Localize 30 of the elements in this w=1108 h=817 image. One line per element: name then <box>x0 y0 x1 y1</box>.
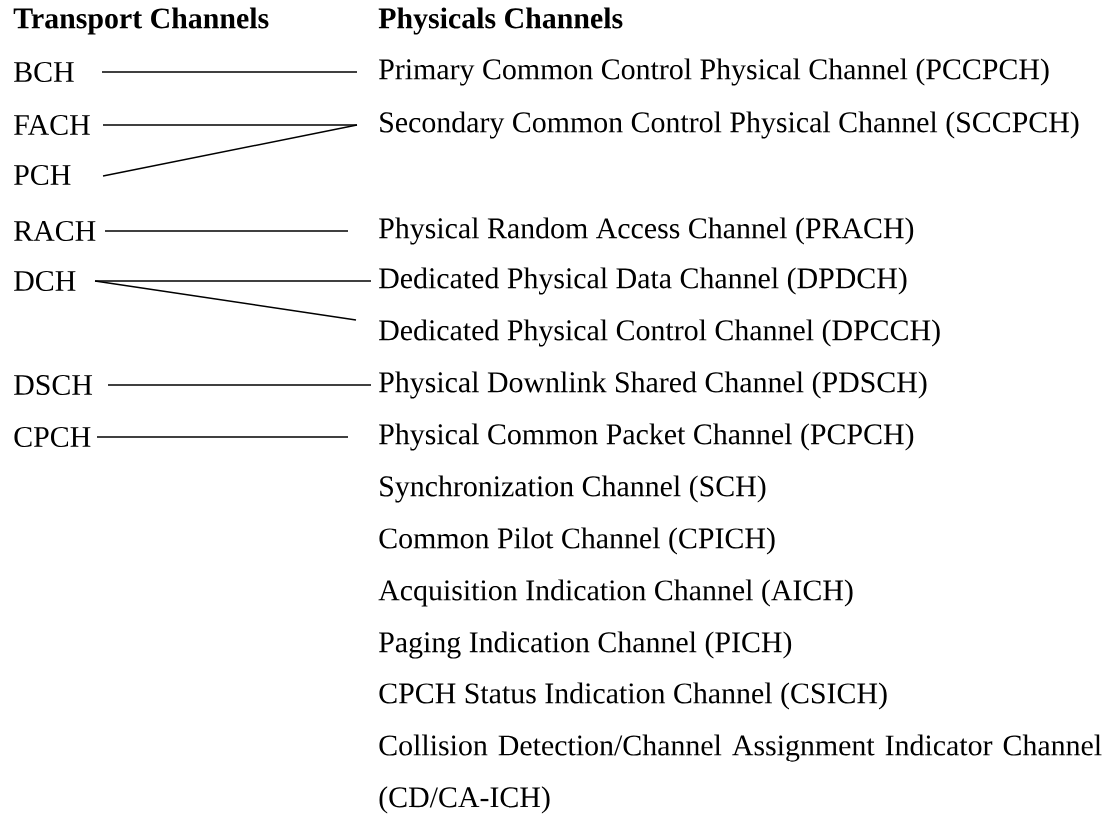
connector-line <box>96 436 349 438</box>
transport-channel-label: FACH <box>14 114 90 136</box>
connector-line <box>104 230 349 232</box>
physical-channel-label: Paging Indication Channel (PICH) <box>379 631 792 659</box>
physical-channel-label: Physical Downlink Shared Channel (PDSCH) <box>379 371 927 399</box>
physical-channel-label: Dedicated Physical Control Channel (DPCCH) <box>379 319 940 347</box>
connector-line <box>107 384 372 386</box>
transport-channel-label: RACH <box>14 220 96 242</box>
physical-channel-label: Physical Common Packet Channel (PCPCH) <box>379 423 914 451</box>
physical-channel-label: Primary Common Control Physical Channel (PCCPCH) <box>379 58 1049 86</box>
transport-channel-label: PCH <box>14 164 71 186</box>
connector-line <box>102 124 358 126</box>
physical-channel-label: CPCH Status Indication Channel (CSICH) <box>379 682 887 710</box>
physical-channel-label: Secondary Common Control Physical Channel (SCCPCH) <box>380 111 1079 139</box>
connector-line <box>102 124 358 177</box>
transport-channel-label: BCH <box>14 61 74 83</box>
column-heading: Physicals Channels <box>378 7 623 35</box>
connector-line <box>94 280 372 282</box>
physical-channel-label: Physical Random Access Channel (PRACH) <box>379 217 914 245</box>
connector-line <box>94 280 357 321</box>
physical-channel-label: Dedicated Physical Data Channel (DPDCH) <box>379 267 907 295</box>
physical-channel-label: Synchronization Channel (SCH) <box>380 475 766 503</box>
physical-channel-label: Common Pilot Channel (CPICH) <box>379 527 775 555</box>
transport-channel-label: CPCH <box>14 426 91 448</box>
physical-channel-label: Collision Detection/Channel Assignment Indicator Channel (CD/CA-ICH) <box>379 734 1102 814</box>
transport-channel-label: DSCH <box>14 374 93 396</box>
connector-line <box>101 71 358 73</box>
transport-channel-label: DCH <box>14 270 76 292</box>
physical-channel-label: Acquisition Indication Channel (AICH) <box>378 579 853 607</box>
column-heading: Transport Channels <box>13 7 269 35</box>
